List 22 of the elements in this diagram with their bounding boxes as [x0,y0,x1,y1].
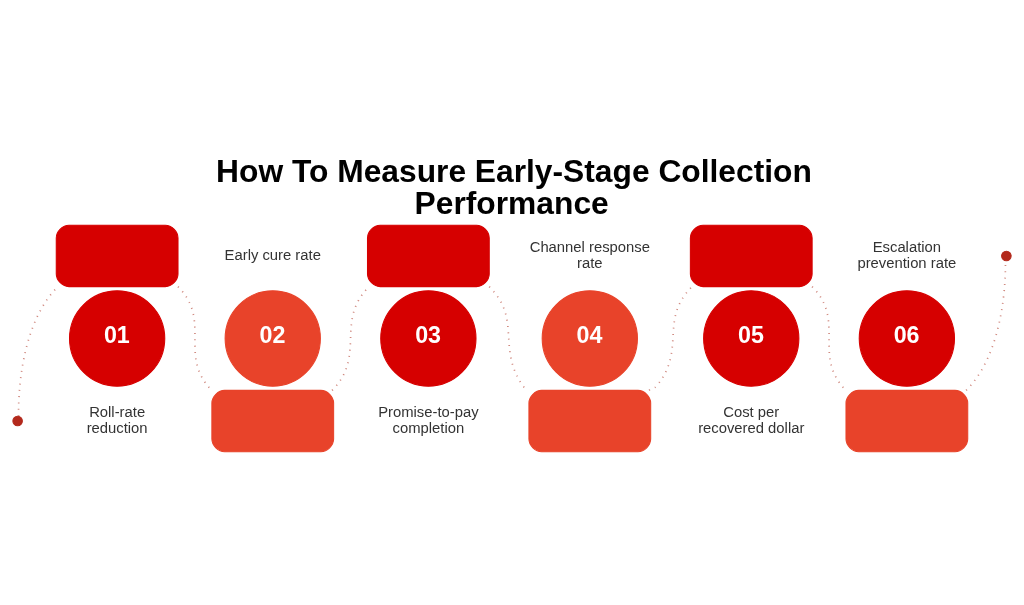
diagram-title: How To Measure Early-Stage Collection Performance [216,152,812,221]
node-circle: 05 [703,290,800,387]
node-box [211,389,335,453]
node-circle: 02 [224,290,321,387]
connector [648,285,693,392]
node-label: Escalation prevention rate [857,238,957,271]
node-circle: 01 [68,290,166,387]
node-label: Channel response rate [529,238,650,271]
node-box [528,389,652,453]
node-box [55,224,179,288]
node-circle: 06 [858,290,956,387]
node-label: Cost per recovered dollar [698,404,805,436]
node-box [845,389,969,453]
node-circle [12,415,23,427]
node-label: Early cure rate [224,246,321,263]
node-label: Roll-rate reduction [86,404,148,436]
node-circle: 03 [380,290,477,387]
node-label: Promise-to-pay completion [378,404,479,436]
node-circle [1001,250,1012,262]
node-box [689,224,813,288]
node-box [366,224,490,288]
node-circle: 04 [541,290,638,387]
